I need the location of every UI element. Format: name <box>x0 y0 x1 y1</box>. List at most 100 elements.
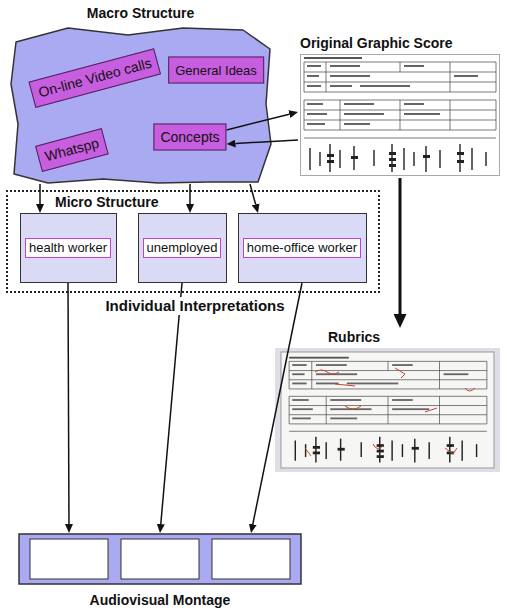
rubrics-image-part <box>395 368 405 378</box>
score-image-part <box>330 75 370 77</box>
score-image-part <box>450 62 451 92</box>
arrow-connector <box>67 283 69 524</box>
score-image-part <box>373 150 374 166</box>
score-image-part <box>403 148 404 170</box>
score-image-part <box>307 85 321 87</box>
score-image-part <box>329 144 330 172</box>
role-box: unemployed <box>138 213 227 283</box>
score-image-part <box>457 160 464 163</box>
score-image-part <box>330 85 352 87</box>
score-image-part <box>307 113 327 115</box>
montage-box-part <box>30 539 108 579</box>
role-label: home-office worker <box>243 238 361 258</box>
rubrics-image-part <box>305 368 475 456</box>
rubrics-image-part <box>315 370 339 374</box>
concept-tag: Concepts <box>153 124 226 151</box>
rubrics-image-part <box>335 384 355 386</box>
arrow-connector <box>161 283 182 524</box>
score-image-part <box>327 154 334 157</box>
score-image-part <box>340 100 341 130</box>
region-heading: Macro Structure <box>87 4 194 22</box>
score-image-part <box>425 146 426 172</box>
role-box: health worker <box>20 213 117 283</box>
score-image-part <box>404 65 424 67</box>
score-image-part <box>351 156 358 159</box>
score-image-part <box>304 138 496 139</box>
rubrics-image-part <box>425 408 437 412</box>
score-image-part <box>327 152 464 167</box>
arrow-connector <box>189 184 191 204</box>
role-label: unemployed <box>143 238 222 258</box>
score-image-part <box>389 164 396 167</box>
score-image-part <box>344 103 374 105</box>
score-image-part <box>304 62 496 138</box>
score-image-part <box>439 150 440 168</box>
score-image-part <box>304 57 496 172</box>
rubrics-image-part <box>281 352 494 468</box>
concept-tag: General Ideas <box>168 57 264 84</box>
role-box: home-office worker <box>238 213 367 283</box>
montage-box <box>18 533 302 585</box>
score-image-part <box>327 160 334 163</box>
score-image-part <box>389 152 396 155</box>
score-image-part <box>457 152 464 155</box>
montage-box-part <box>121 539 199 579</box>
rubrics-image-part <box>445 448 457 454</box>
score-image-part <box>389 158 396 161</box>
score-image-part <box>304 92 496 93</box>
region-heading: Audiovisual Montage <box>90 591 231 609</box>
score-image-part <box>400 62 401 72</box>
score-image-part <box>301 55 500 176</box>
score-image-part <box>454 75 478 77</box>
rubrics-image-part <box>289 357 487 463</box>
region-heading: Rubrics <box>328 328 380 346</box>
score-image-part <box>304 82 496 83</box>
rubrics-image <box>275 348 500 472</box>
score-image-part <box>326 62 327 92</box>
rubrics-panel: Rubrics <box>273 328 502 474</box>
score-image-part <box>304 62 305 92</box>
role-label: health worker <box>25 238 111 258</box>
score-image-part <box>450 100 451 130</box>
score-image-part <box>471 148 472 170</box>
score-image <box>300 54 500 176</box>
macro-blob-part <box>11 28 271 183</box>
score-image-part <box>339 150 340 168</box>
score-image-part <box>307 103 323 105</box>
score-image-part <box>413 152 414 166</box>
score-image-part <box>330 65 360 67</box>
concept-label: General Ideas <box>175 62 257 79</box>
region-heading: Micro Structure <box>55 193 158 211</box>
rubrics-image-part <box>305 448 311 456</box>
score-image-part <box>307 75 319 77</box>
region-heading: Original Graphic Score <box>300 34 453 52</box>
rubrics-image-part <box>345 406 361 409</box>
score-image-part <box>307 65 478 125</box>
score-image-part <box>319 152 320 166</box>
rubrics-image-part <box>465 388 475 391</box>
score-image-part <box>496 100 497 130</box>
arrow-connector <box>399 178 402 314</box>
concept-label: Concepts <box>160 129 219 146</box>
score-image-part <box>404 113 440 115</box>
arrow-connector <box>39 184 41 204</box>
montage-box-part <box>19 534 301 584</box>
score-image-part <box>310 144 486 172</box>
score-panel: Original Graphic Score <box>298 34 502 178</box>
label-holder: Individual Interpretations <box>102 297 287 315</box>
score-image-part <box>307 65 321 67</box>
score-image-part <box>485 152 486 166</box>
score-image-part <box>400 100 401 130</box>
score-image-part <box>496 62 497 92</box>
rubrics-image-part <box>373 444 383 449</box>
score-image-part <box>307 123 325 125</box>
score-image-part <box>360 85 410 87</box>
score-image-part <box>344 113 384 115</box>
score-image-part <box>423 155 430 158</box>
montage-region: Audiovisual Montage <box>18 533 302 613</box>
stage-label: Individual Interpretations <box>102 297 287 315</box>
montage-box-part <box>212 539 290 579</box>
score-image-part <box>404 103 424 105</box>
score-image-part <box>304 57 362 59</box>
